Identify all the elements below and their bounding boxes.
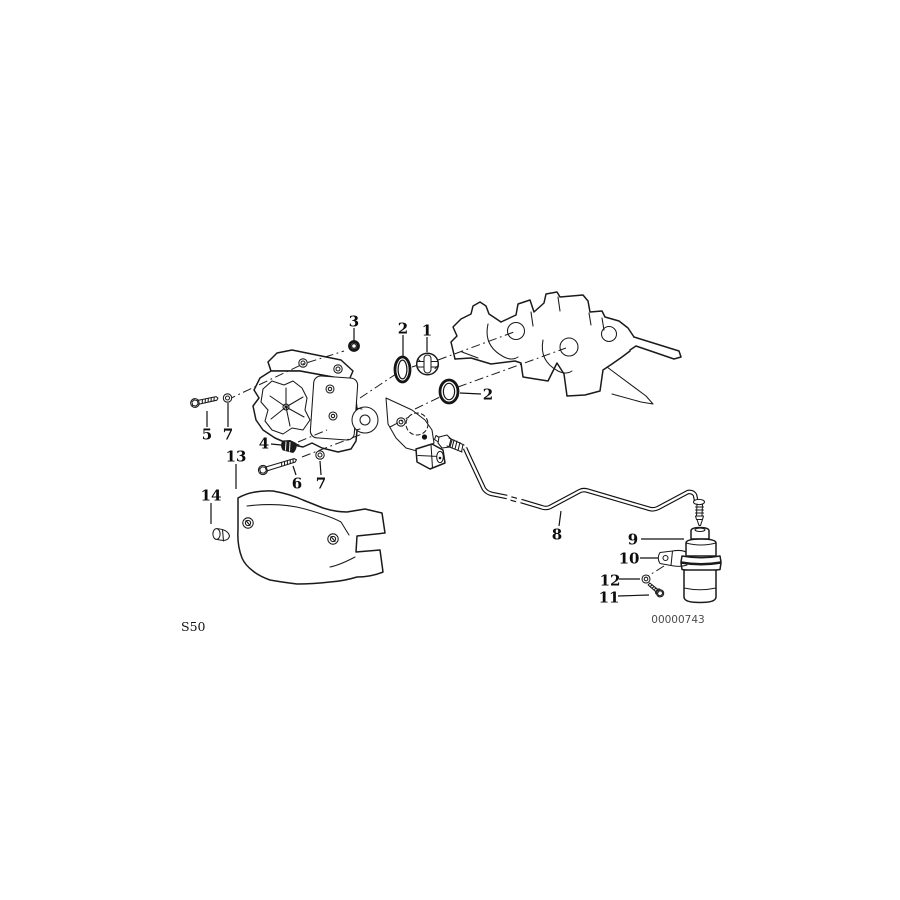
oil-pipe-drawing: [433, 434, 706, 527]
part-label-13[interactable]: 13: [226, 448, 247, 466]
part-label-10[interactable]: 10: [619, 550, 640, 568]
part-label-11[interactable]: 11: [599, 589, 620, 607]
bolt-6: [257, 458, 297, 476]
vanos-unit-drawing: [252, 349, 446, 470]
part-label-8[interactable]: 8: [552, 526, 562, 544]
washer-7a: [222, 393, 233, 403]
plug-4: [281, 439, 300, 454]
o-ring-3: [348, 340, 360, 352]
callout-leader-11: [617, 594, 650, 597]
clamp-10: [657, 549, 688, 567]
diagram-image-number: 00000743: [651, 614, 704, 626]
bolt-11: [647, 582, 665, 598]
o-ring-2a: [393, 355, 412, 384]
part-label-4[interactable]: 4: [259, 435, 269, 453]
part-label-5[interactable]: 5: [202, 426, 212, 444]
callout-leader-2: [459, 392, 482, 395]
pipe-union-fitting: [433, 434, 465, 453]
callout-leader-6: [292, 465, 297, 476]
part-label-1[interactable]: 1: [422, 322, 432, 340]
washer-12: [641, 574, 651, 584]
callout-leader-4: [270, 443, 282, 446]
diagram-code-label: S50: [181, 619, 206, 634]
part-label-7[interactable]: 7: [316, 475, 326, 493]
pipe-end-connector: [692, 498, 706, 527]
part-label-6[interactable]: 6: [292, 475, 302, 493]
acorn-nut-14: [212, 528, 231, 542]
seal-parts: [348, 340, 460, 405]
part-label-3[interactable]: 3: [349, 313, 359, 331]
part-label-2[interactable]: 2: [483, 386, 493, 404]
washer-7b: [315, 450, 325, 460]
part-label-9[interactable]: 9: [628, 531, 638, 549]
fastener-parts: [190, 393, 325, 542]
part-label-12[interactable]: 12: [600, 572, 621, 590]
callout-leader-7: [319, 460, 322, 476]
part-label-14[interactable]: 14: [201, 487, 222, 505]
solenoid-assembly-drawing: [641, 526, 722, 604]
part-label-2[interactable]: 2: [398, 320, 408, 338]
bolt-5: [190, 396, 219, 408]
cover-drawing: [237, 490, 386, 585]
solenoid-valve-9: [680, 526, 722, 604]
part-label-7[interactable]: 7: [223, 426, 233, 444]
sealing-cap-1: [415, 352, 440, 376]
callout-leader-8: [558, 510, 562, 527]
impeller-detail: [269, 387, 305, 427]
